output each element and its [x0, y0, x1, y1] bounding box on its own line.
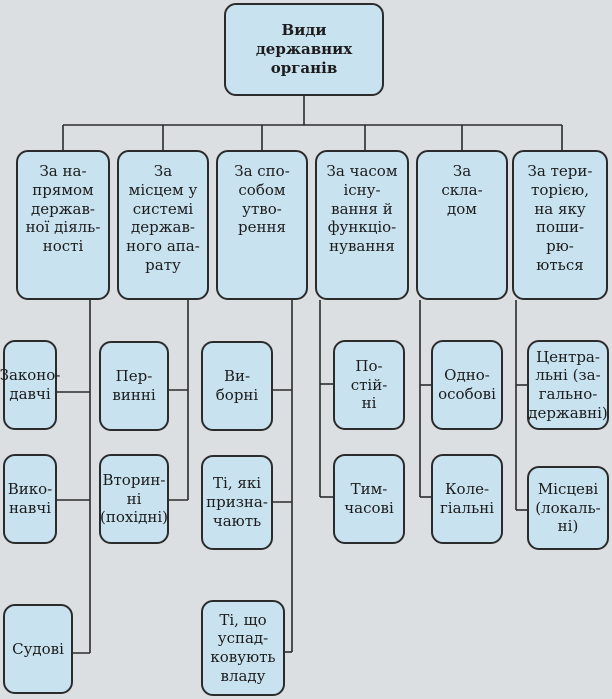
item-central: Центра- льні (за- гально- державні): [527, 340, 609, 430]
item-judicial: Судові: [3, 604, 73, 694]
category-formation-method: За спо- собом утво- рення: [216, 150, 308, 300]
item-local: Місцеві (локаль- ні): [527, 466, 609, 550]
item-elected: Ви- борні: [201, 341, 273, 431]
item-appointed: Ті, які призна- чають: [201, 455, 273, 550]
item-permanent: По- стій- ні: [333, 340, 405, 430]
item-sole: Одно- особові: [431, 340, 503, 430]
category-duration: За часом існу- вання й функціо- нування: [315, 150, 409, 300]
item-collegial: Коле- гіальні: [431, 454, 503, 544]
item-temporary: Тим- часові: [333, 454, 405, 544]
item-primary: Пер- винні: [99, 341, 169, 431]
item-hereditary: Ті, що успад- ковують владу: [201, 600, 285, 696]
category-direction: За на- прямом держав- ної діяль- ності: [16, 150, 110, 300]
item-executive: Вико- навчі: [3, 454, 57, 544]
item-secondary: Вторин- ні (похідні): [99, 454, 169, 544]
root-node: Види державних органів: [224, 3, 384, 96]
category-place-in-system: За місцем у системі держав- ного апа- ра…: [117, 150, 209, 300]
category-composition: За скла- дом: [416, 150, 508, 300]
category-territory: За тери- торією, на яку поши- рю- ються: [512, 150, 608, 300]
item-legislative: Законо- давчі: [0, 340, 60, 430]
